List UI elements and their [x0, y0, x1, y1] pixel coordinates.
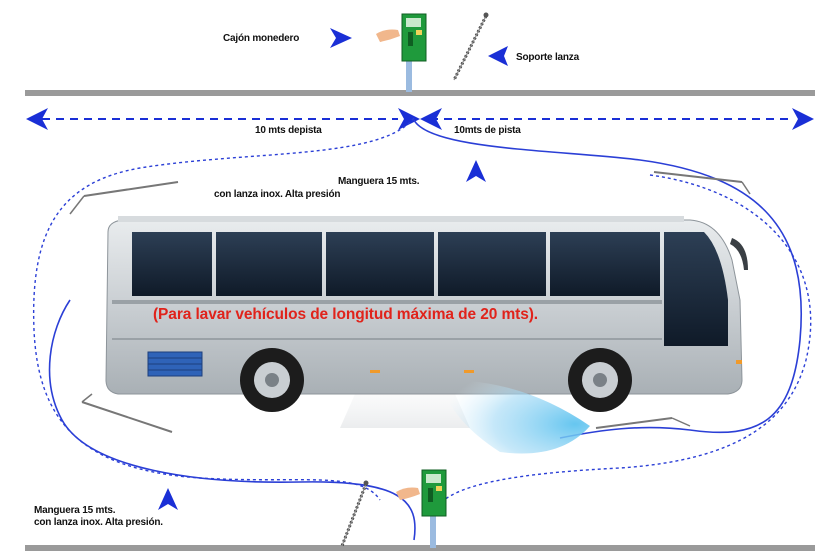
left-hose-solid [413, 119, 802, 439]
spray-icon [440, 379, 590, 454]
hand-icon [376, 29, 400, 42]
track-right-label: 10mts de pista [454, 125, 521, 136]
hose-top-arrow-icon [466, 160, 486, 182]
lance-icon [595, 417, 691, 429]
coin-box-icon [421, 469, 447, 548]
hand-icon [396, 487, 420, 500]
track-left-label: 10 mts depista [255, 125, 322, 136]
bottom-hose-solid [48, 299, 416, 541]
hose-bottom-label-line1: Manguera 15 mts. [34, 505, 116, 516]
lance-icon [69, 181, 179, 215]
hose-bottom-arrow-icon [158, 488, 178, 510]
bus-icon [105, 216, 748, 428]
top-rail [25, 90, 815, 96]
lance-support-label: Soporte lanza [516, 52, 579, 63]
hose-top-label-line2: con lanza inox. Alta presión [214, 189, 341, 200]
track-measure-arrows [26, 108, 814, 130]
hose-top-label-line1: Manguera 15 mts. [338, 176, 420, 187]
lance-icon [81, 393, 173, 433]
lance-support-arrow-icon [488, 46, 508, 66]
hose-bottom-label-line2: con lanza inox. Alta presión. [34, 517, 163, 528]
bottom-rail [25, 545, 815, 551]
coin-box-arrow-icon [330, 28, 352, 48]
lance-icon [452, 12, 489, 81]
lance-icon [340, 480, 369, 547]
coin-box-icon [401, 13, 427, 92]
coin-box-label: Cajón monedero [223, 33, 300, 44]
lance-icon [653, 171, 751, 195]
left-hose-dashed [32, 117, 415, 501]
bus-banner: (Para lavar vehículos de longitud máxima… [153, 306, 539, 323]
